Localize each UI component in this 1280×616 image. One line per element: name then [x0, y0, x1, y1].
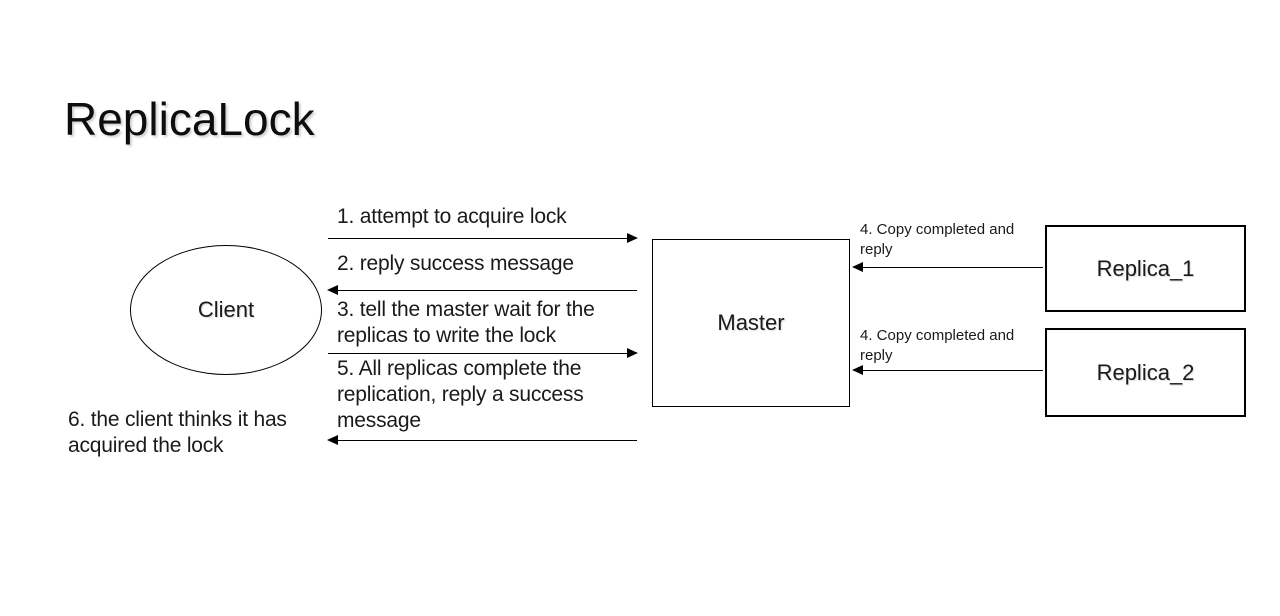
message-5-label: 5. All replicas complete the replication… — [337, 356, 584, 434]
message-2-line: 2. reply success message — [337, 252, 574, 275]
message-3-label: 3. tell the master wait for the replicas… — [337, 297, 595, 349]
arrow-shaft — [863, 369, 1043, 371]
node-client-label: Client — [197, 297, 255, 322]
message-5-line: message — [337, 409, 421, 432]
message-6-line: acquired the lock — [68, 434, 224, 457]
message-4a-line: reply — [860, 241, 893, 258]
message-6-line: 6. the client thinks it has — [68, 408, 287, 431]
arrow-4-replica2-to-master — [852, 364, 1043, 376]
message-5-line: 5. All replicas complete the — [337, 357, 582, 380]
message-2-label: 2. reply success message — [337, 251, 574, 277]
message-4b-line: 4. Copy completed and — [860, 327, 1015, 344]
arrow-5-master-to-client — [327, 434, 637, 446]
arrow-shaft — [328, 237, 627, 239]
arrow-shaft — [338, 439, 637, 441]
arrow-shaft — [338, 289, 637, 291]
arrow-shaft — [863, 266, 1043, 268]
node-replica-1-label: Replica_1 — [1096, 255, 1195, 281]
arrow-right-icon — [627, 348, 638, 358]
message-4a-label: 4. Copy completed and reply — [860, 220, 1014, 260]
arrow-1-client-to-master — [328, 232, 638, 244]
message-5-line: replication, reply a success — [337, 383, 584, 406]
node-client: Client — [130, 245, 322, 375]
node-master: Master — [652, 239, 850, 407]
arrow-shaft — [328, 352, 627, 354]
message-3-line: 3. tell the master wait for the — [337, 298, 595, 321]
arrow-left-icon — [327, 435, 338, 445]
arrow-left-icon — [327, 285, 338, 295]
arrow-2-master-to-client — [327, 284, 637, 296]
message-4b-label: 4. Copy completed and reply — [860, 326, 1014, 366]
node-replica-1: Replica_1 — [1045, 225, 1246, 312]
page-title: ReplicaLock — [64, 93, 315, 145]
arrow-left-icon — [852, 365, 863, 375]
message-3-line: replicas to write the lock — [337, 324, 556, 347]
arrow-3-client-to-master — [328, 347, 638, 359]
node-master-label: Master — [717, 310, 785, 335]
message-1-line: 1. attempt to acquire lock — [337, 205, 567, 228]
node-replica-2: Replica_2 — [1045, 328, 1246, 417]
message-4b-line: reply — [860, 347, 893, 364]
node-replica-2-label: Replica_2 — [1096, 359, 1195, 385]
message-6-label: 6. the client thinks it has acquired the… — [68, 407, 287, 459]
arrow-right-icon — [627, 233, 638, 243]
message-4a-line: 4. Copy completed and — [860, 221, 1015, 238]
arrow-4-replica1-to-master — [852, 261, 1043, 273]
arrow-left-icon — [852, 262, 863, 272]
message-1-label: 1. attempt to acquire lock — [337, 204, 567, 230]
